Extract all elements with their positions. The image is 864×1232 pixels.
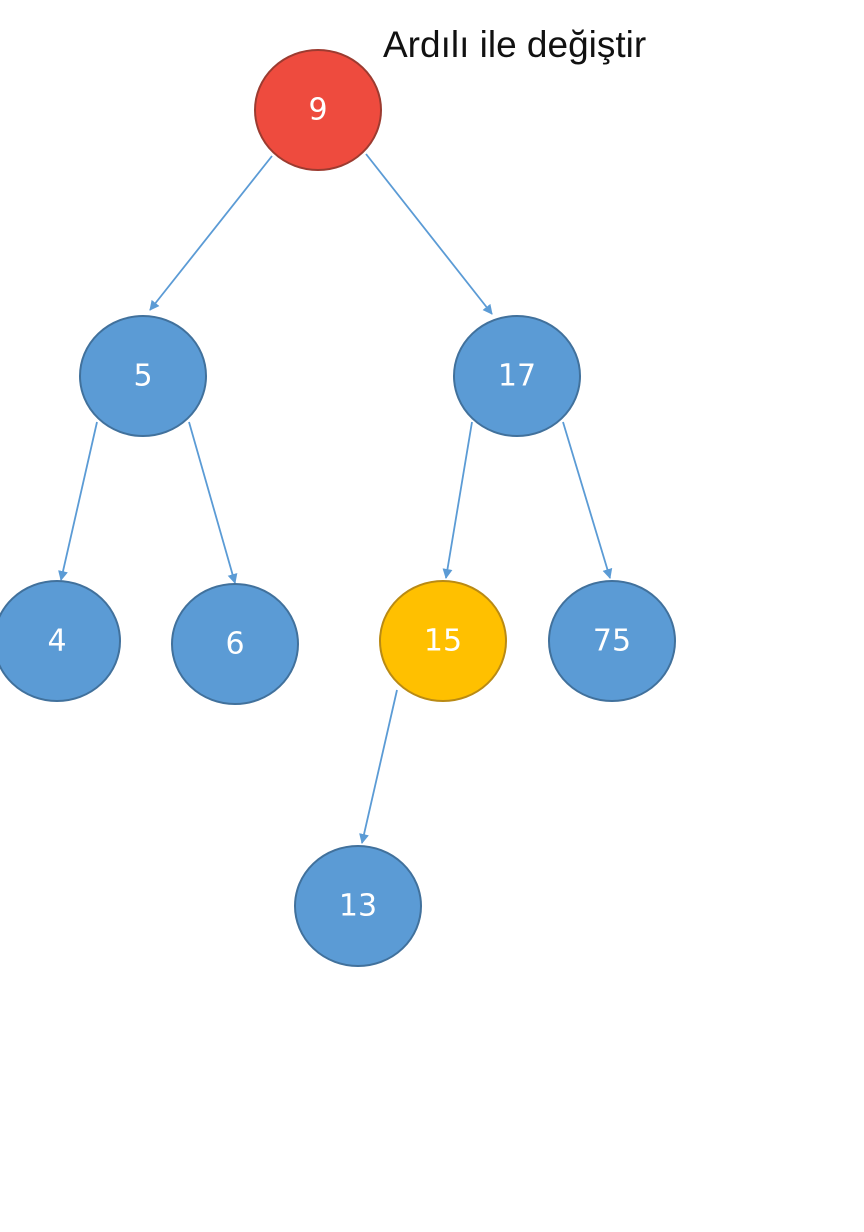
tree-node-6: 6 (171, 583, 299, 705)
edges (58, 153, 613, 844)
edge-n9-n5 (149, 155, 273, 311)
tree-node-13: 13 (294, 845, 422, 967)
node-label-75: 75 (593, 624, 631, 659)
node-circle-17 (453, 315, 581, 437)
edge-n5-n6 (188, 421, 238, 584)
node-label-13: 13 (339, 889, 377, 924)
tree-node-4: 4 (0, 580, 121, 702)
node-label-9: 9 (308, 93, 327, 128)
node-circle-75 (548, 580, 676, 702)
node-label-5: 5 (133, 359, 152, 394)
edge-n5-n4 (58, 421, 98, 581)
diagram-caption: Ardılı ile değiştir (383, 24, 647, 65)
node-circle-9 (254, 49, 382, 171)
node-circle-6 (171, 583, 299, 705)
tree-node-15: 15 (379, 580, 507, 702)
tree-node-9: 9 (254, 49, 382, 171)
edge-n17-n15 (442, 421, 473, 579)
edge-n9-n17 (365, 153, 493, 315)
tree-node-17: 17 (453, 315, 581, 437)
node-circle-4 (0, 580, 121, 702)
nodes: 9 5 17 4 6 15 75 13 (0, 49, 676, 967)
node-circle-5 (79, 315, 207, 437)
tree-node-5: 5 (79, 315, 207, 437)
node-label-15: 15 (424, 624, 462, 659)
node-circle-15 (379, 580, 507, 702)
node-label-17: 17 (498, 359, 536, 394)
tree-node-75: 75 (548, 580, 676, 702)
node-circle-13 (294, 845, 422, 967)
edge-n15-n13 (359, 689, 398, 844)
node-label-4: 4 (47, 624, 66, 659)
node-label-6: 6 (225, 627, 244, 662)
edge-n17-n75 (562, 421, 613, 579)
